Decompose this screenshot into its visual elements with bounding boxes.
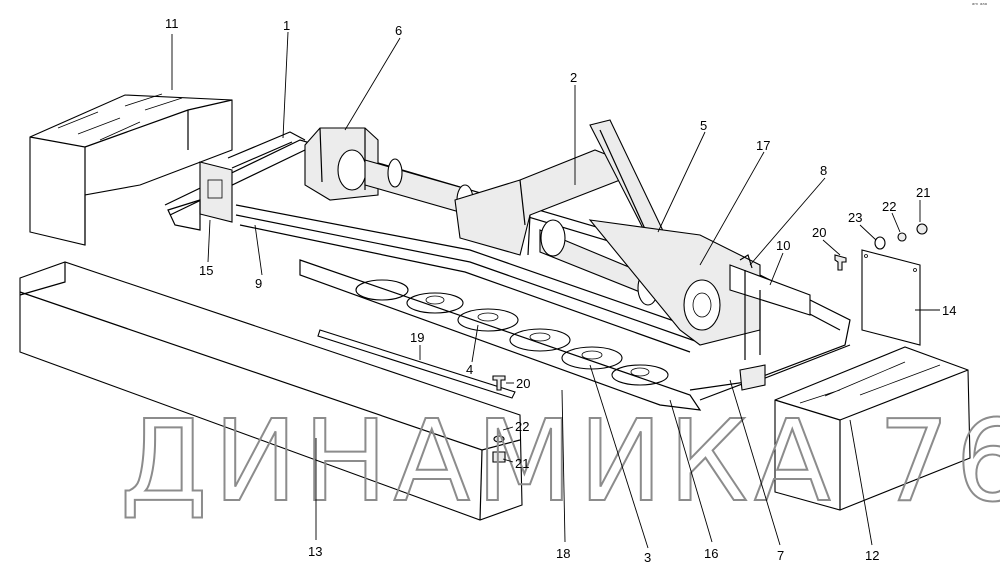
callout-11: 11	[165, 16, 179, 31]
callout-7: 7	[777, 548, 784, 563]
part-15-bracket	[167, 161, 233, 231]
callout-8: 8	[820, 163, 827, 178]
callout-12: 12	[865, 548, 879, 563]
callout-9: 9	[255, 276, 262, 291]
watermark-text: ДИНАМИКА 76	[120, 397, 1000, 527]
part-13-guard-panel	[19, 261, 523, 521]
cutter-discs	[299, 259, 702, 411]
callout-1: 1	[283, 18, 290, 33]
part-11-end-cover-left	[29, 93, 233, 246]
part-14-cover-plate	[861, 249, 921, 346]
callout-17: 17	[756, 138, 770, 153]
callout-4: 4	[466, 362, 473, 377]
callout-23: 23	[848, 210, 862, 225]
part-19-strip	[317, 329, 516, 399]
callout-20-lower: 20	[516, 376, 530, 391]
callout-5: 5	[700, 118, 707, 133]
fasteners-lower	[492, 375, 506, 463]
part-2-housing	[454, 119, 666, 256]
callout-16: 16	[704, 546, 718, 561]
callout-10: 10	[776, 238, 790, 253]
callout-22-upper: 22	[882, 199, 896, 214]
callout-labels: 11 1 6 2 5 17 8 21 22 23 20 10 14 15 9 1…	[165, 16, 956, 565]
callout-18: 18	[556, 546, 570, 561]
callout-20-upper: 20	[812, 225, 826, 240]
part-12-end-cover-right	[774, 346, 971, 511]
callout-21-lower: 21	[515, 456, 529, 471]
callout-3: 3	[644, 550, 651, 565]
part-10-bracket	[729, 254, 811, 360]
callout-2: 2	[570, 70, 577, 85]
corner-mark: ᵃᵐ ᵃᵃᵃ	[972, 2, 987, 9]
callout-6: 6	[395, 23, 402, 38]
leader-lines	[171, 31, 940, 549]
part-17-driveshaft	[539, 219, 761, 346]
callout-22-lower: 22	[515, 419, 529, 434]
part-7-skid	[689, 344, 851, 391]
callout-21-upper: 21	[916, 185, 930, 200]
fasteners-upper	[834, 223, 928, 271]
callout-14: 14	[942, 303, 956, 318]
part-9-beam	[235, 204, 701, 353]
part-6-gearbox	[304, 127, 474, 216]
callout-13: 13	[308, 544, 322, 559]
callout-15: 15	[199, 263, 213, 278]
callout-19: 19	[410, 330, 424, 345]
